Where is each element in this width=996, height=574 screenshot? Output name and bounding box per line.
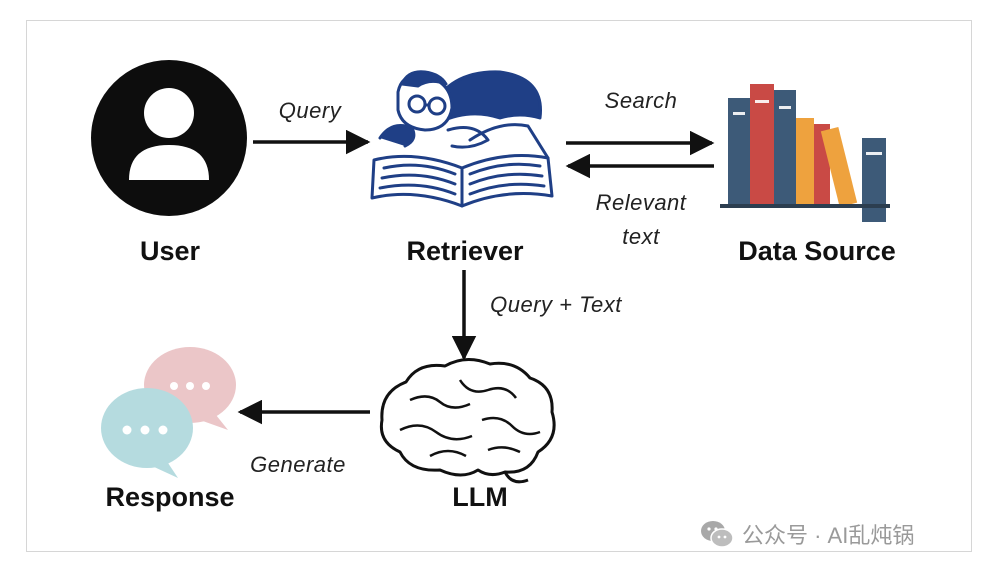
reader-with-book-icon (370, 70, 554, 208)
book-stack-icon (720, 84, 890, 222)
node-title-user: User (139, 236, 201, 266)
chat-bubbles-icon (101, 347, 236, 478)
edge-label-query-text: Query + Text (490, 292, 622, 317)
watermark: 公众号 · AI乱炖锅 (700, 518, 914, 550)
node-title-llm: LLM (452, 482, 508, 512)
node-title-retriever: Retriever (406, 236, 524, 266)
edge-label-query: Query (278, 98, 342, 123)
wechat-logo-icon (701, 521, 734, 548)
node-title-response: Response (105, 482, 235, 512)
user-avatar-icon (91, 60, 247, 216)
brain-icon (379, 358, 556, 484)
edge-label-search: Search (604, 88, 678, 113)
edge-label-generate: Generate (250, 452, 346, 477)
edge-label-text: text (622, 224, 660, 249)
watermark-text: 公众号 · AI乱炖锅 (742, 523, 915, 548)
node-title-data-source: Data Source (738, 236, 896, 266)
edge-label-relevant: Relevant (595, 190, 687, 215)
